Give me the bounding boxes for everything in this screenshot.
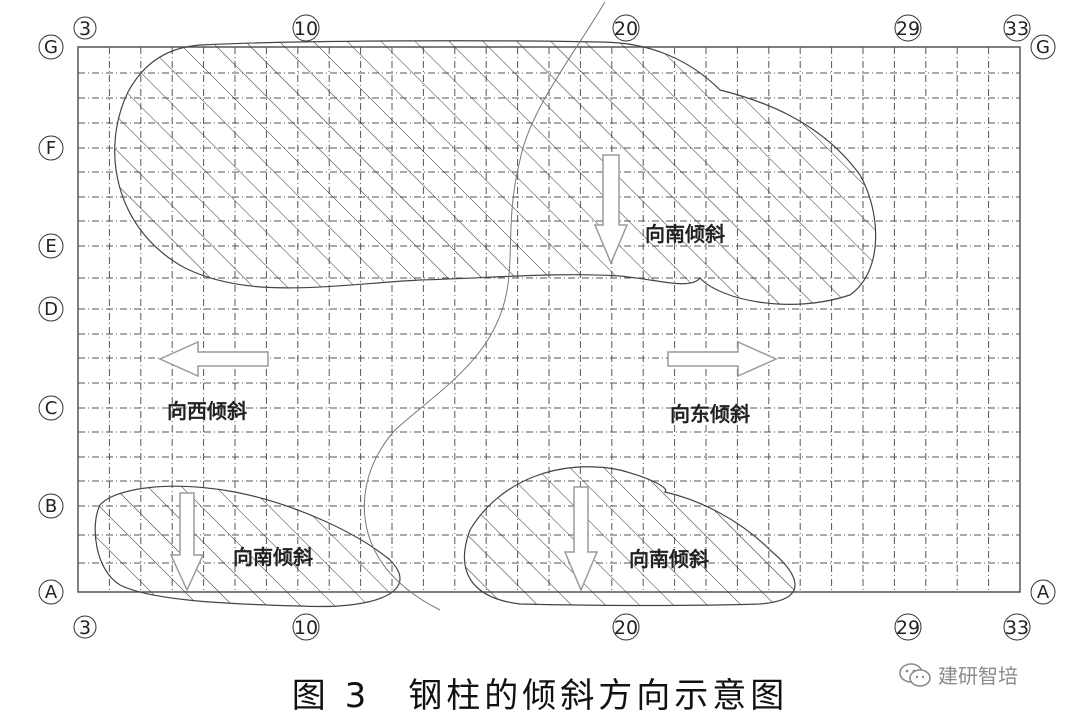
hatched-zone-north: [114, 40, 877, 305]
column-axis-top: 3 10 20 29 33: [73, 14, 1031, 42]
axis-label-col-bottom-29: 29: [896, 617, 920, 639]
axis-label-col-bottom-33: 33: [1005, 617, 1029, 639]
wechat-icon: [898, 662, 932, 688]
axis-bubble: [73, 16, 97, 40]
row-axis-left: G F E D C B A: [38, 34, 64, 605]
arrow-south-top: [593, 154, 629, 265]
axis-label-row-left-c: C: [45, 398, 58, 419]
hatched-zone-south-middle: [463, 466, 796, 607]
axis-label-col-top-33: 33: [1005, 18, 1029, 40]
axis-bubble: [38, 395, 64, 421]
axis-label-col-bottom-3: 3: [79, 617, 91, 639]
column-axis-bottom: 3 10 20 29 33: [73, 613, 1031, 641]
watermark-text: 建研智培: [938, 664, 1018, 688]
label-tilt-south-top: 向南倾斜: [645, 222, 725, 246]
axis-bubble: [292, 14, 320, 42]
watermark: 建研智培: [898, 660, 1018, 689]
axis-bubble: [894, 613, 922, 641]
axis-label-row-left-b: B: [45, 496, 57, 517]
zone-boundary-curve: [363, 1, 606, 611]
arrow-east: [667, 340, 778, 378]
axis-bubble: [73, 615, 97, 639]
axis-bubble: [292, 613, 320, 641]
axis-label-row-left-f: F: [46, 138, 56, 159]
axis-bubble: [38, 233, 64, 259]
axis-bubble: [1003, 613, 1031, 641]
axis-label-col-top-3: 3: [79, 18, 91, 40]
label-tilt-west: 向西倾斜: [167, 399, 247, 423]
axis-label-row-right-a: A: [1037, 582, 1050, 603]
axis-label-col-top-29: 29: [896, 18, 920, 40]
axis-bubble: [1030, 34, 1056, 60]
axis-bubble: [1003, 14, 1031, 42]
axis-bubble: [1030, 579, 1056, 605]
axis-label-col-top-20: 20: [614, 18, 638, 40]
axis-label-row-right-g: G: [1036, 37, 1050, 58]
column-tilt-diagram: 向南倾斜 向西倾斜 向东倾斜 向南倾斜 向南倾斜 3 10 20 29 33 3…: [38, 1, 1056, 641]
arrow-south-bottom-left: [169, 492, 205, 592]
hatched-zone-south-west: [94, 485, 401, 608]
axis-bubble: [894, 14, 922, 42]
axis-label-row-left-g: G: [44, 37, 58, 58]
row-axis-right: G A: [1030, 34, 1056, 605]
axis-bubble: [38, 296, 64, 322]
axis-bubble: [612, 613, 640, 641]
arrow-south-bottom-mid: [563, 486, 599, 592]
arrow-west: [158, 340, 269, 378]
label-tilt-south-bottom-left: 向南倾斜: [233, 545, 313, 569]
label-tilt-east: 向东倾斜: [670, 402, 750, 426]
axis-bubble: [38, 34, 64, 60]
label-tilt-south-bottom-mid: 向南倾斜: [629, 547, 709, 571]
axis-label-col-top-10: 10: [294, 18, 318, 40]
axis-label-row-left-d: D: [44, 299, 58, 320]
figure-caption: 图 3 钢柱的倾斜方向示意图: [291, 676, 789, 716]
axis-label-row-left-e: E: [45, 236, 56, 257]
axis-label-row-left-a: A: [45, 582, 58, 603]
axis-label-col-bottom-10: 10: [294, 617, 318, 639]
axis-bubble: [612, 14, 640, 42]
axis-bubble: [38, 579, 64, 605]
axis-bubble: [38, 493, 64, 519]
axis-bubble: [38, 135, 64, 161]
axis-label-col-bottom-20: 20: [614, 617, 638, 639]
